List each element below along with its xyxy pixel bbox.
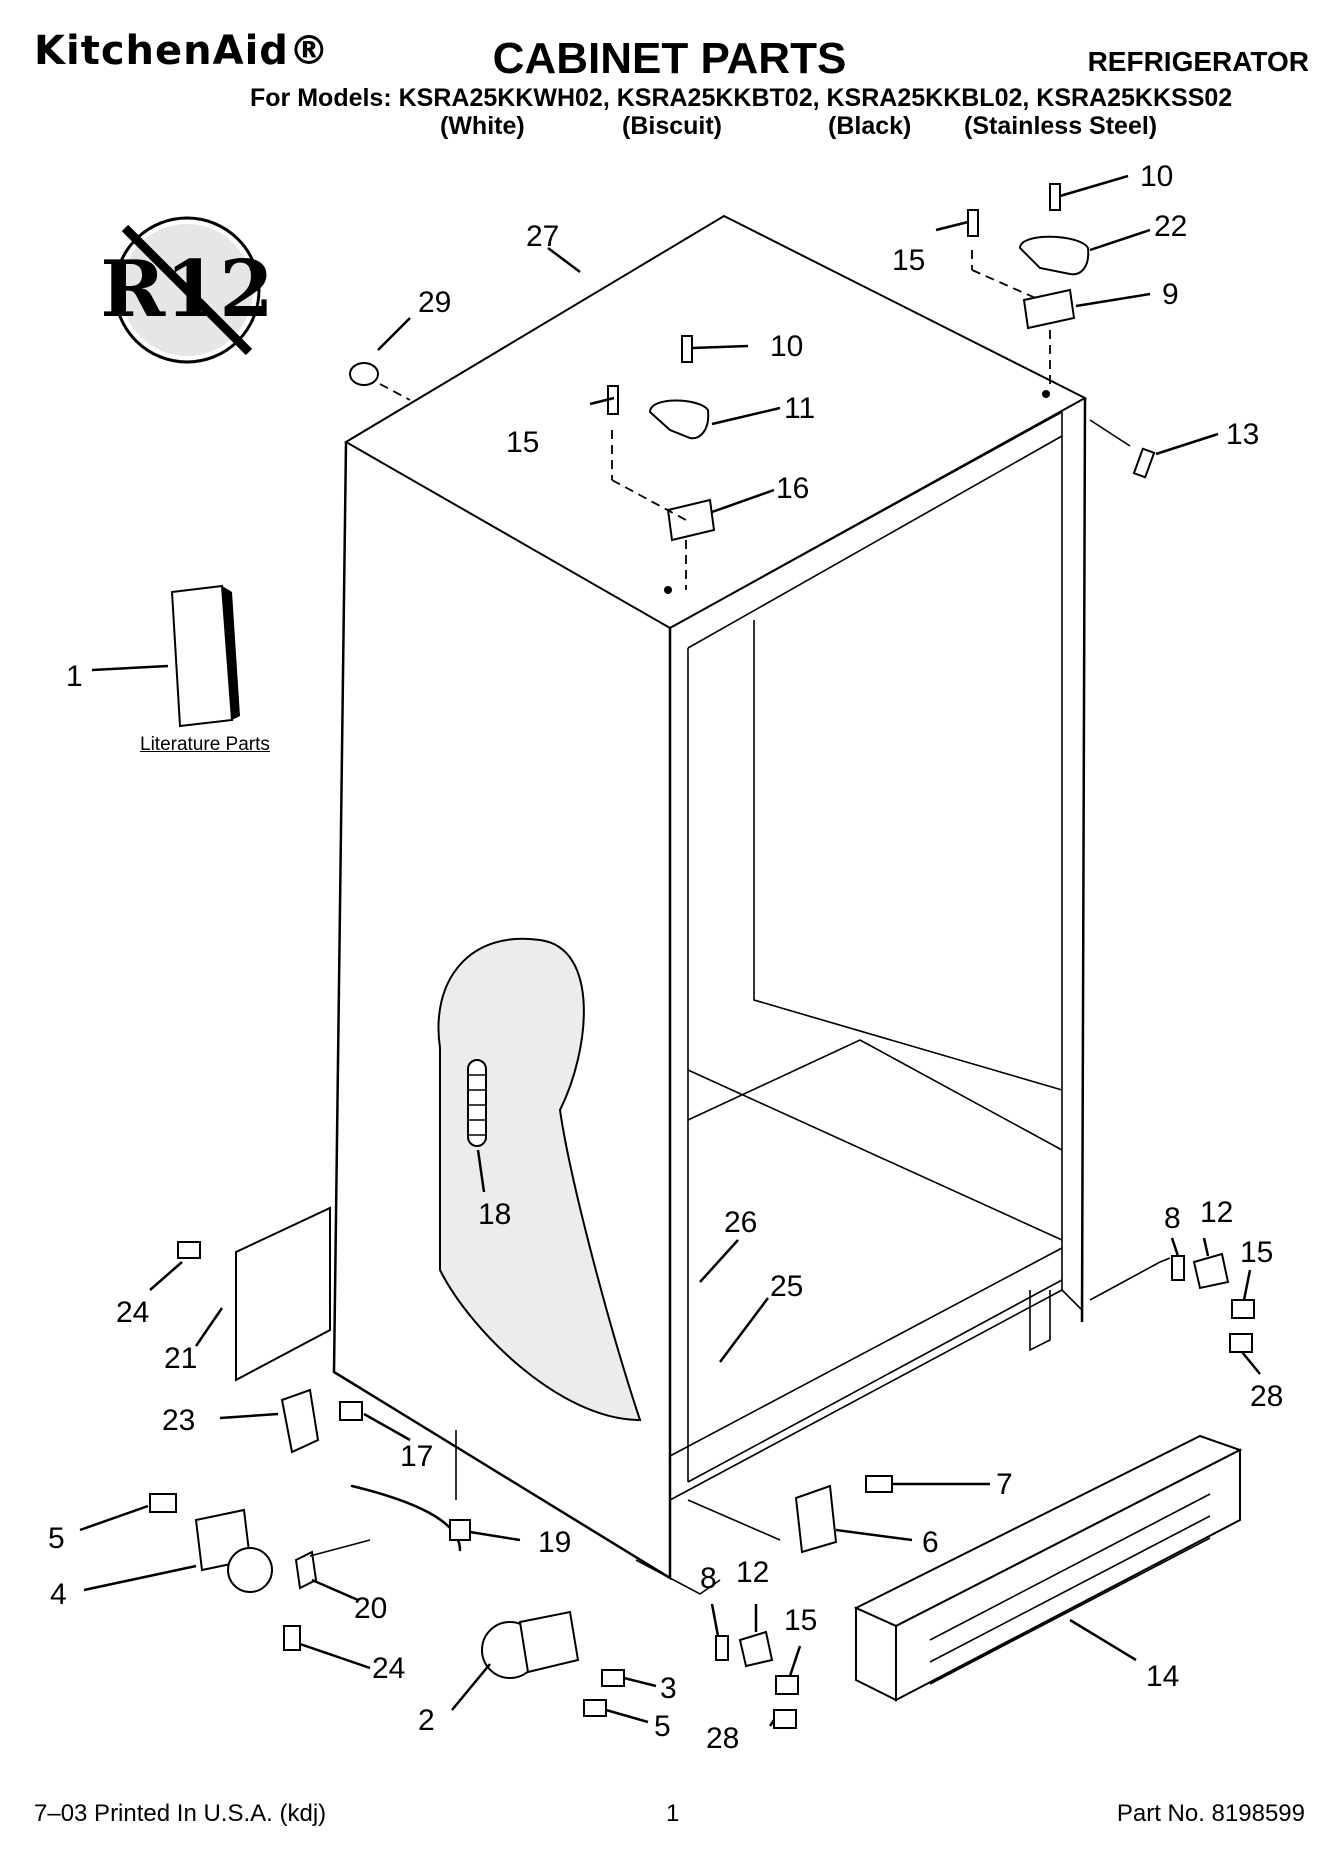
callout-15: 15 <box>892 244 925 277</box>
plug-29 <box>349 362 379 386</box>
callout-21: 21 <box>164 1342 197 1375</box>
callout-5: 5 <box>48 1522 65 1555</box>
callout-10: 10 <box>1140 160 1173 193</box>
callout-20: 20 <box>354 1592 387 1625</box>
pin-13 <box>1132 447 1156 479</box>
callout-8: 8 <box>700 1562 717 1595</box>
callout-numbers: 27 29 15 10 11 16 15 10 22 9 13 1 18 26 … <box>48 160 1283 1755</box>
callout-6: 6 <box>922 1526 939 1559</box>
callout-28: 28 <box>1250 1380 1283 1413</box>
callout-23: 23 <box>162 1404 195 1437</box>
clip-20 <box>294 1550 318 1590</box>
callout-13: 13 <box>1226 418 1259 451</box>
no-r12-badge: R12 <box>100 216 274 364</box>
callout-15: 15 <box>506 426 539 459</box>
callout-25: 25 <box>770 1270 803 1303</box>
callout-16: 16 <box>776 472 809 505</box>
callout-10: 10 <box>770 330 803 363</box>
callout-29: 29 <box>418 286 451 319</box>
footer-printed: 7–03 Printed In U.S.A. (kdj) <box>34 1800 327 1827</box>
leader-lines <box>79 174 1261 1727</box>
bracket-6 <box>794 1484 838 1554</box>
product-category: REFRIGERATOR <box>1087 46 1309 77</box>
models-line: For Models: KSRA25KKWH02, KSRA25KKBT02, … <box>250 84 1233 112</box>
callout-7: 7 <box>996 1468 1013 1501</box>
callout-17: 17 <box>400 1440 433 1473</box>
footer-part-number: Part No. 8198599 <box>1116 1800 1305 1827</box>
callout-15: 15 <box>784 1604 817 1637</box>
page-title: CABINET PARTS <box>492 34 847 83</box>
callout-3: 3 <box>660 1672 677 1705</box>
screw-24 <box>283 1625 301 1651</box>
toe-grille-14 <box>853 1434 1243 1702</box>
top-hinge-center <box>607 335 716 594</box>
side-bracket-21 <box>235 1206 331 1382</box>
callout-15: 15 <box>1240 1236 1273 1269</box>
footer-page-number: 1 <box>666 1800 680 1827</box>
screw-7 <box>865 1475 893 1493</box>
top-hinge-right <box>967 183 1090 398</box>
callout-5: 5 <box>654 1710 671 1743</box>
leveling-bracket-right <box>1089 1252 1255 1353</box>
variant-stainless: (Stainless Steel) <box>964 112 1158 140</box>
callout-4: 4 <box>50 1578 67 1611</box>
front-roller-2 <box>481 1610 625 1717</box>
callout-12: 12 <box>1200 1196 1233 1229</box>
callout-24: 24 <box>116 1296 149 1329</box>
brand-logo: KitchenAid® <box>34 28 330 74</box>
roller-assembly-4 <box>149 1493 273 1593</box>
leveling-bracket-bottom <box>635 1559 799 1729</box>
variant-biscuit: (Biscuit) <box>622 112 722 140</box>
variant-black: (Black) <box>828 112 912 140</box>
callout-18: 18 <box>478 1198 511 1231</box>
callout-19: 19 <box>538 1526 571 1559</box>
callout-2: 2 <box>418 1704 435 1737</box>
variant-white: (White) <box>440 112 525 140</box>
literature-booklet <box>170 584 240 728</box>
literature-parts-label: Literature Parts <box>140 734 270 755</box>
callout-9: 9 <box>1162 278 1179 311</box>
callout-28: 28 <box>706 1722 739 1755</box>
refrigerator-cabinet <box>332 214 1088 1581</box>
callout-8: 8 <box>1164 1202 1181 1235</box>
callout-11: 11 <box>784 392 815 425</box>
callout-27: 27 <box>526 220 559 253</box>
callout-1: 1 <box>66 660 83 693</box>
callout-24: 24 <box>372 1652 405 1685</box>
callout-22: 22 <box>1154 210 1187 243</box>
bracket-23 <box>280 1388 320 1454</box>
callout-12: 12 <box>736 1556 769 1589</box>
callout-14: 14 <box>1146 1660 1179 1693</box>
callout-26: 26 <box>724 1206 757 1239</box>
water-tube-coil <box>467 1059 487 1147</box>
